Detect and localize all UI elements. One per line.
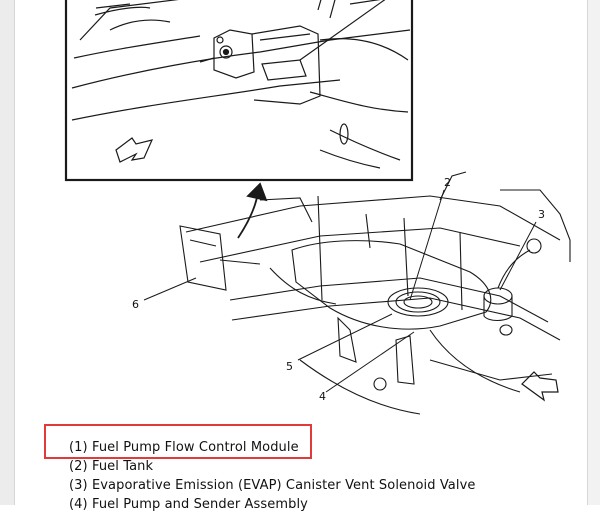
legend-item-evap-canister-vent-valve: (3) Evaporative Emission (EVAP) Canister… (69, 478, 476, 493)
inset-detail-view (64, 0, 414, 182)
chassis-main-view (179, 171, 571, 415)
callout-leader-lines (143, 189, 537, 393)
direction-arrow-icon (521, 371, 559, 402)
callout-5: 5 (286, 360, 293, 373)
component-legend: (1) Fuel Pump Flow Control Module (2) Fu… (69, 438, 589, 514)
callout-6: 6 (132, 298, 139, 311)
page-edge-right (587, 0, 600, 505)
detail-pointer-arrow (237, 182, 268, 239)
legend-item-fuel-pump-flow-control-module: (1) Fuel Pump Flow Control Module (69, 440, 299, 455)
callout-2: 2 (444, 176, 451, 189)
legend-highlight-box (44, 424, 312, 459)
legend-item-fuel-tank: (2) Fuel Tank (69, 459, 154, 474)
page-edge-left (0, 0, 15, 505)
callout-3: 3 (538, 208, 545, 221)
callout-4: 4 (319, 390, 326, 403)
